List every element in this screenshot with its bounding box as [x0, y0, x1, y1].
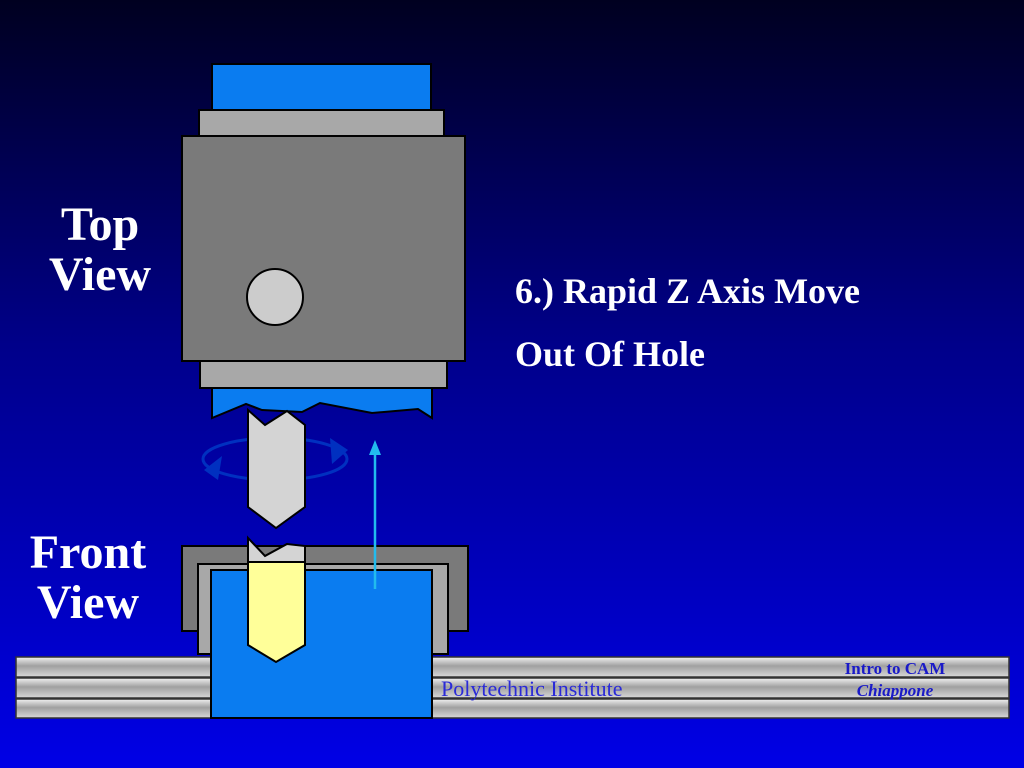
top-view-label: Top View — [40, 200, 160, 300]
fixture — [181, 545, 469, 719]
front-view-label-line2: View — [36, 576, 140, 629]
up-arrow-icon — [369, 440, 381, 589]
footer-author: Chiappone — [856, 681, 934, 700]
spindle-housing — [181, 135, 466, 362]
hole-tool-cap — [247, 535, 306, 563]
spindle-button — [246, 268, 304, 326]
top-view-label-line1: Top — [60, 198, 140, 251]
rotation-arrow-icon — [204, 438, 348, 480]
spindle-chuck — [211, 387, 433, 420]
step-description-line1: 6.) Rapid Z Axis Move — [515, 271, 861, 311]
workpiece — [210, 569, 433, 719]
spindle-assembly — [181, 63, 466, 420]
spindle-top-collar — [198, 109, 445, 137]
step-description-line2: Out Of Hole — [515, 334, 705, 374]
footer-course-block: Intro to CAM Chiappone — [800, 658, 990, 702]
cutting-tool — [247, 407, 306, 530]
spindle-top-cap — [211, 63, 432, 111]
footer-course-title: Intro to CAM — [844, 659, 946, 678]
top-view-label-line2: View — [48, 248, 152, 301]
footer-institute: Polytechnic Institute — [441, 676, 623, 701]
spindle-bottom-collar — [199, 360, 448, 389]
front-view-label: Front View — [18, 528, 158, 628]
front-view-label-line1: Front — [29, 526, 147, 579]
